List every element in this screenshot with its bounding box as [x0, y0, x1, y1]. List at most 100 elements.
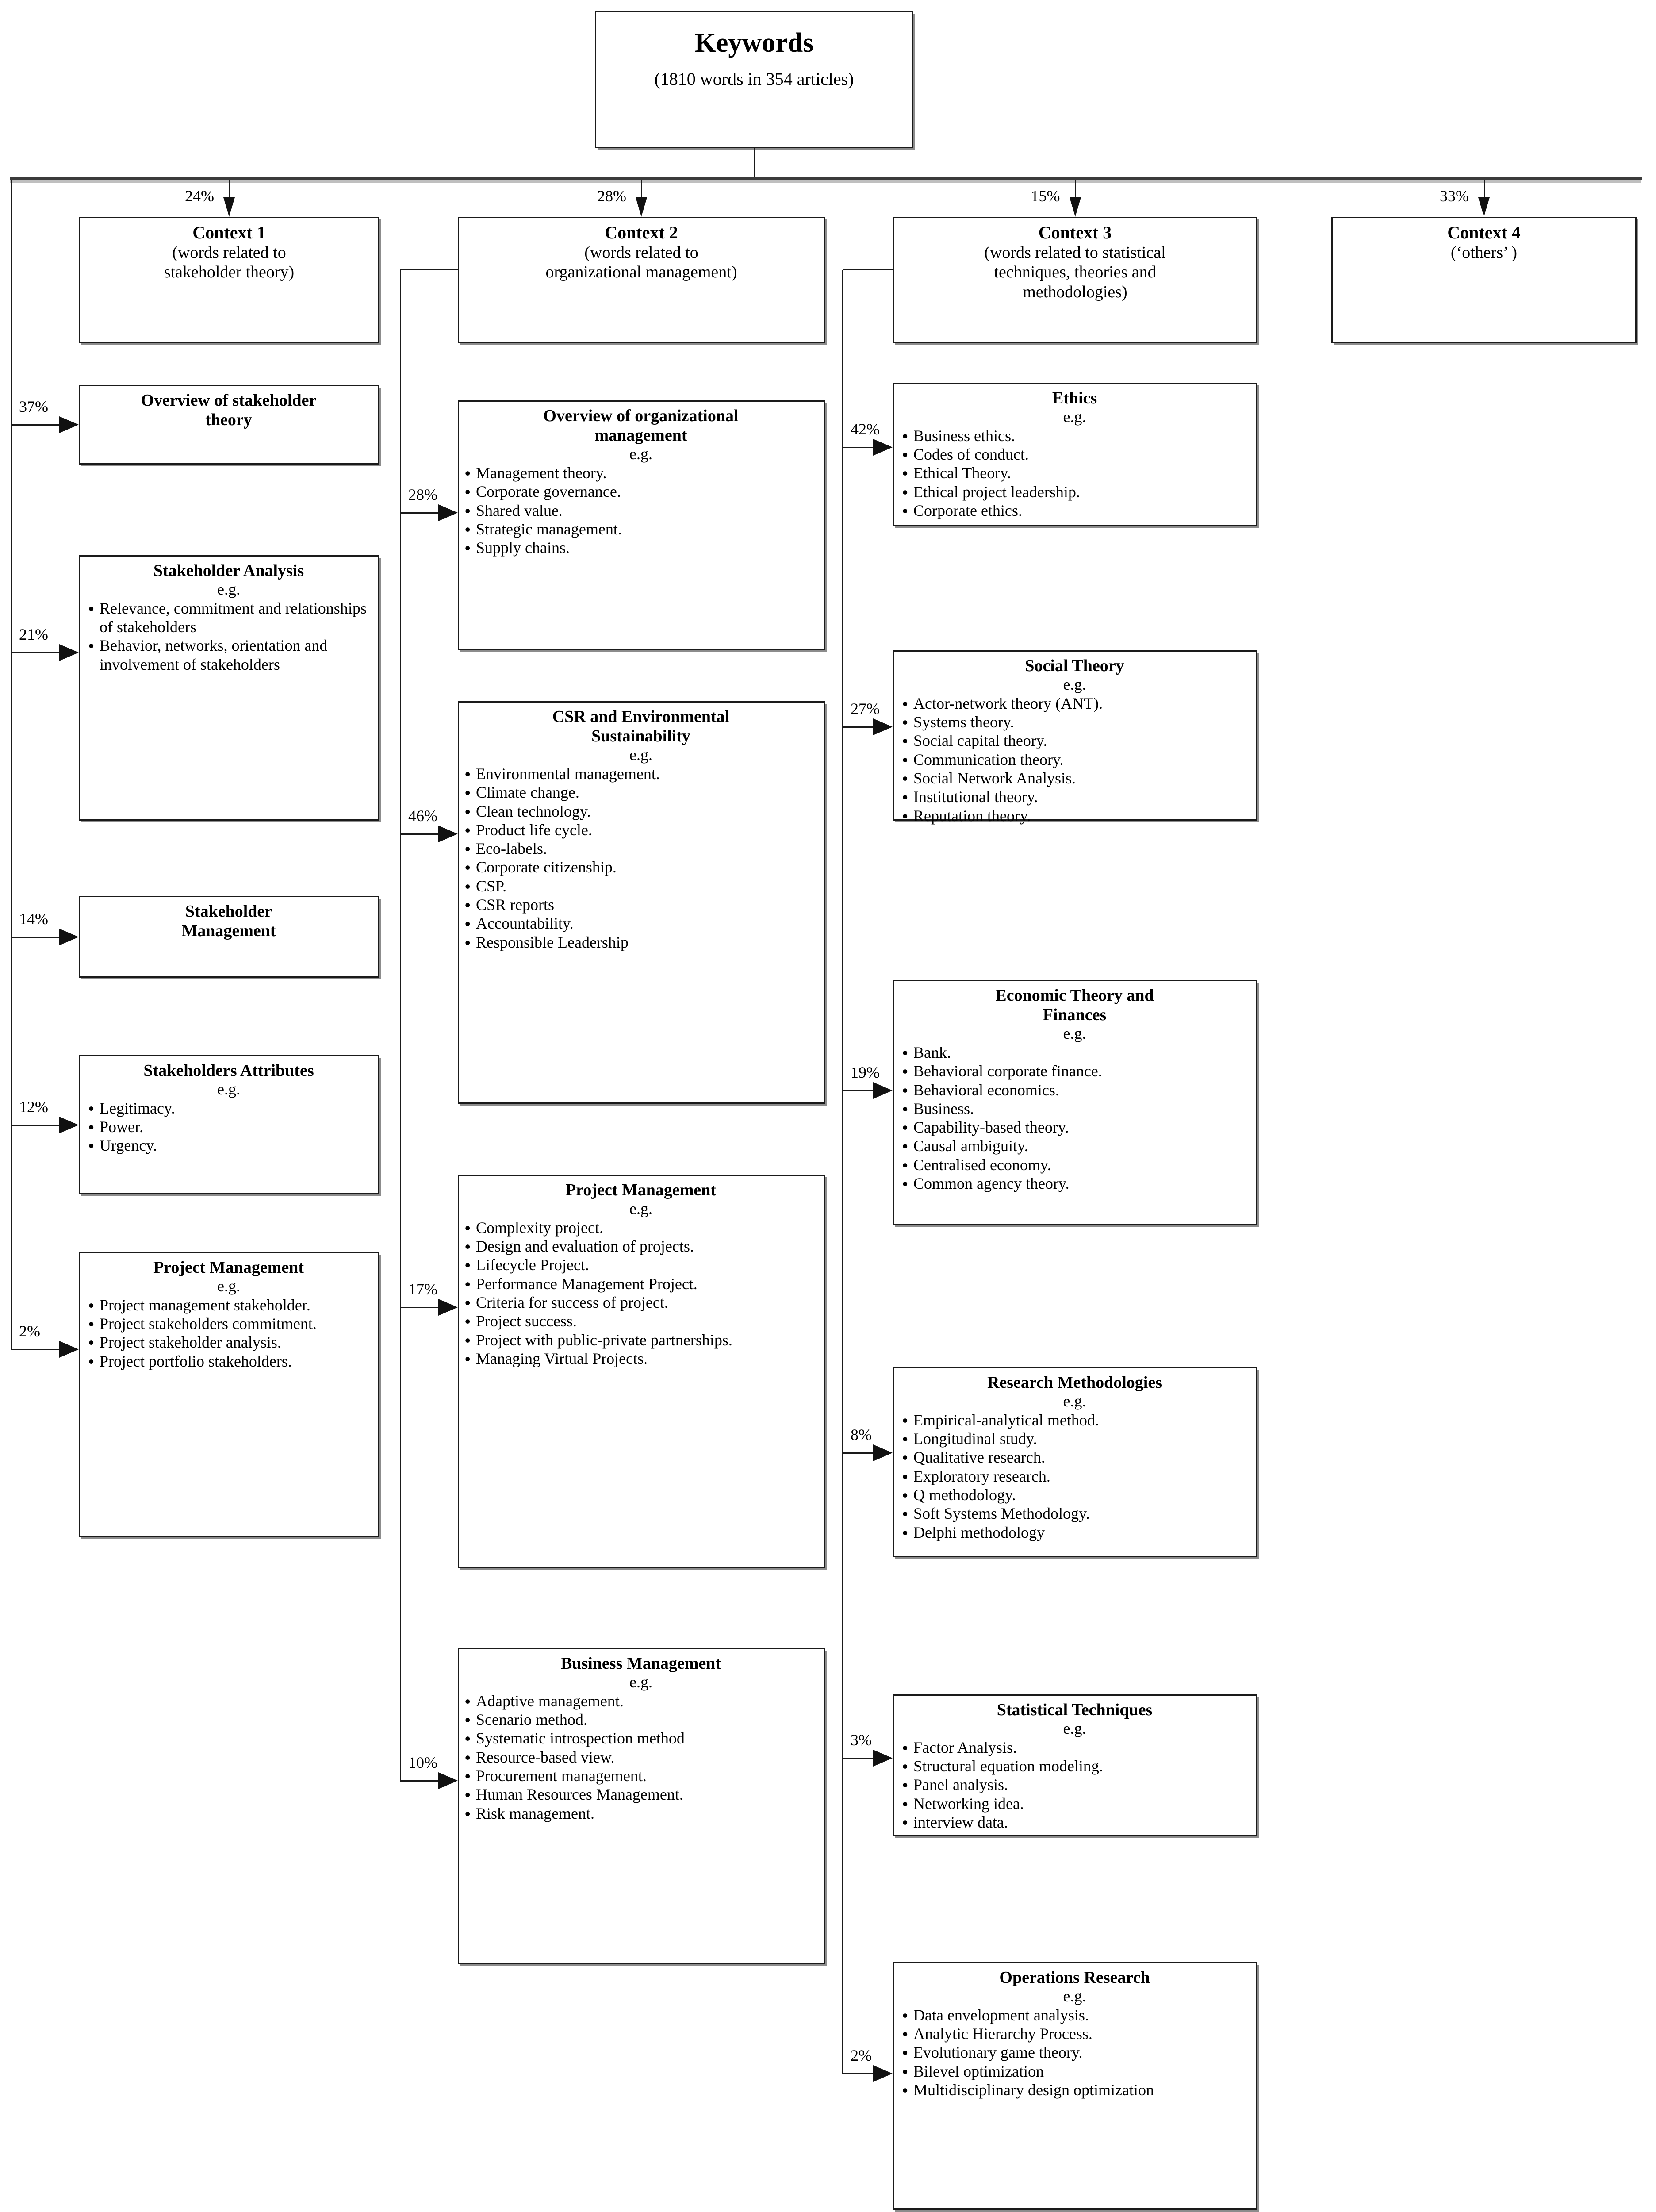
box-item-list: Relevance, commitment and relationships …: [84, 598, 373, 674]
branch-h-line: [400, 1307, 440, 1308]
box-item-list: Management theory.Corporate governance.S…: [464, 463, 818, 559]
arrowhead-right: [438, 826, 458, 842]
box-eg-label: e.g.: [1063, 1392, 1086, 1410]
context-drop-line: [1074, 180, 1076, 199]
branch-h-line: [11, 652, 61, 653]
arrowhead-right: [438, 1772, 458, 1789]
list-item: Reputation theory.: [898, 806, 1251, 827]
list-item: Project success.: [464, 1311, 818, 1333]
col1-pct-4: 12%: [19, 1098, 48, 1116]
box-eg-label: e.g.: [629, 445, 652, 463]
box-item-list: Bank.Behavioral corporate finance.Behavi…: [898, 1042, 1251, 1195]
list-item: Product life cycle.: [464, 820, 818, 841]
box-title: Business Management: [560, 1654, 721, 1673]
box-eg-label: e.g.: [1063, 408, 1086, 426]
box-item-list: Environmental management.Climate change.…: [464, 764, 818, 954]
box-eg-label: e.g.: [1063, 1025, 1086, 1043]
list-item: Capability-based theory.: [898, 1117, 1251, 1139]
list-item: Corporate governance.: [464, 481, 818, 503]
arrowhead-right: [438, 1299, 458, 1316]
box-eg-label: e.g.: [217, 580, 240, 599]
box-title: Context 3: [1038, 223, 1112, 242]
col3-pct-1: 42%: [851, 420, 880, 438]
list-item: Exploratory research.: [898, 1466, 1251, 1488]
box-title: Research Methodologies: [987, 1373, 1162, 1392]
context2-rail-stub: [400, 269, 458, 270]
list-item: Causal ambiguity.: [898, 1136, 1251, 1157]
context-pct-2: 28%: [597, 187, 626, 205]
box-eg-label: (1810 words in 354 articles): [654, 69, 854, 89]
box-title: Project Management: [565, 1181, 717, 1199]
list-item: Adaptive management.: [464, 1691, 818, 1713]
box-title: Ethics: [1052, 389, 1097, 407]
list-item: Institutional theory.: [898, 787, 1251, 808]
list-item: Urgency.: [84, 1135, 373, 1157]
list-item: Behavioral economics.: [898, 1079, 1251, 1101]
context-pct-1: 24%: [185, 187, 214, 205]
list-item: Panel analysis.: [898, 1774, 1251, 1796]
list-item: Multidisciplinary design optimization: [898, 2080, 1251, 2101]
arrowhead-right: [873, 1082, 893, 1099]
branch-h-line: [11, 1349, 61, 1350]
list-item: Project with public-private partnerships…: [464, 1330, 818, 1352]
arrowhead-right: [438, 504, 458, 521]
arrowhead-right: [59, 1117, 79, 1133]
context-drop-line: [1484, 180, 1485, 199]
branch-h-line: [843, 726, 875, 728]
branch-h-line: [400, 512, 440, 514]
list-item: Data envelopment analysis.: [898, 2005, 1251, 2027]
col1-pct-2: 21%: [19, 626, 48, 643]
branch-h-line: [843, 1758, 875, 1759]
list-item: Longitudinal study.: [898, 1429, 1251, 1450]
list-item: Soft Systems Methodology.: [898, 1503, 1251, 1525]
list-item: Bank.: [898, 1042, 1251, 1064]
list-item: Factor Analysis.: [898, 1737, 1251, 1759]
arrowhead-down: [636, 197, 647, 217]
list-item: Corporate ethics.: [898, 500, 1251, 522]
col3-pct-3: 19%: [851, 1064, 880, 1081]
list-item: Structural equation modeling.: [898, 1756, 1251, 1778]
list-item: Social capital theory.: [898, 730, 1251, 752]
box-title: Social Theory: [1025, 657, 1124, 675]
box-title: Operations Research: [999, 1968, 1150, 1987]
list-item: Strategic management.: [464, 519, 818, 541]
arrowhead-right: [873, 2065, 893, 2082]
arrowhead-down: [1069, 197, 1081, 217]
horizontal-bus: [10, 177, 1642, 180]
list-item: Centralised economy.: [898, 1155, 1251, 1176]
list-item: Behavior, networks, orientation and invo…: [84, 635, 373, 674]
box-item-list: Data envelopment analysis.Analytic Hiera…: [898, 2005, 1251, 2101]
list-item: Social Network Analysis.: [898, 768, 1251, 790]
arrowhead-right: [873, 1444, 893, 1461]
list-item: Human Resources Management.: [464, 1784, 818, 1806]
node-col3-4: Research Methodologiese.g.Empirical-anal…: [893, 1367, 1257, 1557]
branch-h-line: [400, 1780, 440, 1782]
list-item: Risk management.: [464, 1803, 818, 1825]
context-drop-line: [641, 180, 642, 199]
list-item: Supply chains.: [464, 538, 818, 559]
col1-pct-5: 2%: [19, 1322, 40, 1340]
list-item: Empirical-analytical method.: [898, 1410, 1251, 1432]
list-item: Qualitative research.: [898, 1447, 1251, 1469]
branch-h-line: [11, 424, 61, 426]
list-item: Actor-network theory (ANT).: [898, 693, 1251, 715]
arrowhead-right: [59, 644, 79, 661]
context-drop-line: [229, 180, 230, 199]
list-item: Accountability.: [464, 913, 818, 935]
col3-pct-6: 2%: [851, 2047, 872, 2064]
col1-pct-1: 37%: [19, 398, 48, 415]
arrowhead-right: [59, 929, 79, 945]
branch-rail: [842, 270, 843, 2074]
list-item: Project stakeholder analysis.: [84, 1332, 373, 1354]
col2-pct-2: 46%: [408, 807, 437, 825]
context-pct-4: 33%: [1440, 187, 1469, 205]
list-item: Analytic Hierarchy Process.: [898, 2024, 1251, 2045]
branch-h-line: [843, 1090, 875, 1091]
